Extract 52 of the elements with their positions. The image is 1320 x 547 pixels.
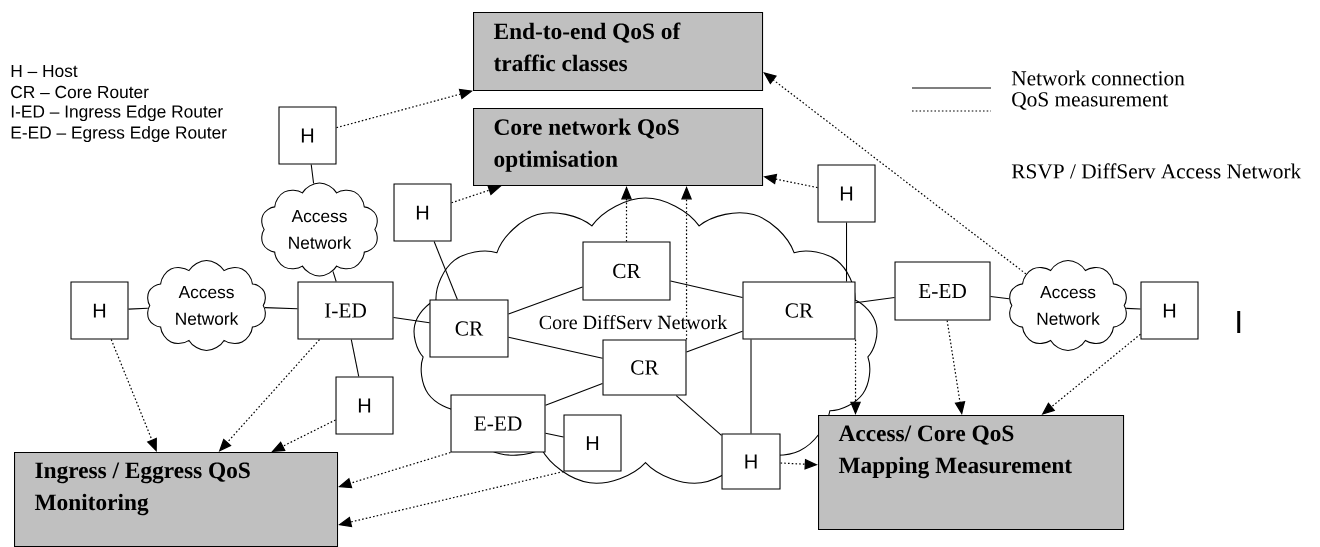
connection-line (1125, 307, 1141, 310)
router-box: E-ED (450, 394, 546, 453)
connection-line (508, 336, 603, 359)
router-box: CR (429, 299, 509, 358)
host-box: H (70, 281, 129, 340)
function-box: Ingress / Eggress QoS Monitoring (14, 452, 339, 547)
host-box: H (817, 164, 876, 223)
connection-line (332, 270, 337, 282)
connection-line (545, 383, 603, 406)
connection-line (750, 339, 752, 434)
host-box: H (335, 376, 394, 435)
legend-text: QoS measurement (1012, 92, 1169, 110)
network-cloud: Access Network (261, 182, 378, 277)
connection-line (990, 296, 1010, 300)
connection-line (508, 286, 583, 315)
network-cloud: Access Network (1009, 259, 1127, 352)
function-box: End-to-end QoS of traffic classes (473, 12, 764, 92)
host-box: H (1140, 281, 1199, 340)
abbreviation-text: CR – Core Router (11, 85, 149, 99)
label-text: I (1237, 311, 1241, 333)
connection-line (350, 339, 360, 377)
abbreviation-text: I-ED – Ingress Edge Router (11, 104, 223, 122)
router-box: E-ED (894, 261, 991, 321)
host-box: H (721, 433, 781, 490)
network-cloud: Access Network (147, 259, 266, 352)
connection-line (264, 307, 298, 310)
connection-line (675, 395, 722, 436)
host-box: H (278, 106, 337, 165)
connection-line (670, 280, 743, 299)
connection-line (310, 164, 315, 184)
host-box: H (563, 414, 622, 472)
host-box: H (393, 183, 452, 242)
connection-line (128, 307, 149, 310)
connection-line (855, 297, 895, 304)
measurement-arrow (763, 72, 1027, 275)
connection-line (393, 316, 430, 324)
router-box: CR (602, 339, 687, 396)
connection-line (846, 222, 848, 282)
connection-line (545, 432, 564, 438)
measurement-arrow (335, 88, 473, 129)
router-box: I-ED (297, 281, 394, 340)
router-box: CR (582, 241, 671, 301)
abbreviation-text: H – Host (11, 64, 78, 78)
note-text: RSVP / DiffServ Access Network (1011, 163, 1302, 179)
router-box: CR (742, 281, 856, 340)
function-box: Core network QoS optimisation (473, 108, 764, 187)
connection-line (433, 241, 458, 300)
measurement-arrow (110, 338, 157, 452)
abbreviation-text: E-ED – Egress Edge Router (11, 125, 227, 143)
connection-line (686, 330, 743, 353)
legend-text: Network connection (1011, 70, 1185, 86)
function-box: Access/ Core QoS Mapping Measurement (818, 415, 1125, 531)
